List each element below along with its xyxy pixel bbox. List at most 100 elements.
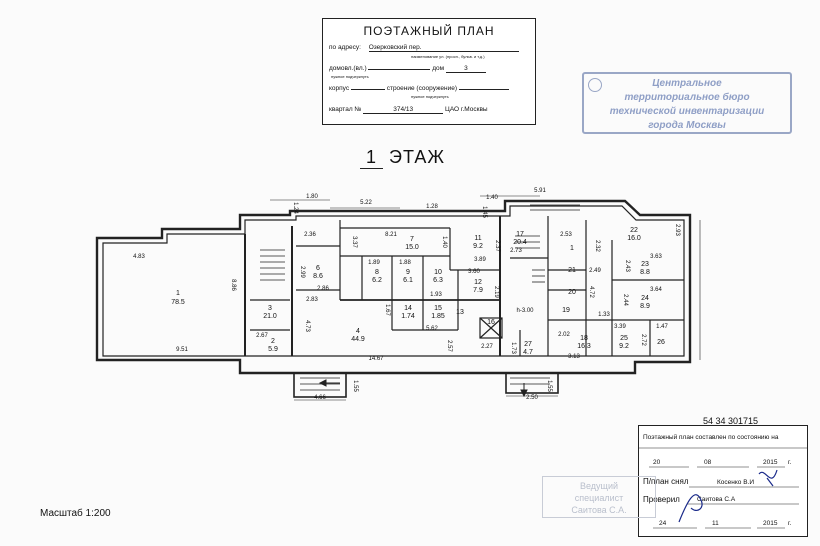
dim-label: 3.13 [568,354,580,360]
room-no: 13 [456,309,464,316]
address-label: по адресу: [329,44,361,51]
drawn-name: Косенко В.И [717,479,755,486]
room-no: 23 [641,261,649,268]
room-area: 16.3 [577,343,591,350]
dim-label: 1.93 [430,292,442,298]
dim-label: 14.67 [368,356,384,362]
dim-label: 2.02 [558,332,570,338]
address-value: Озерковский пер. [368,44,519,52]
room-area: 1.85 [431,313,445,320]
dim-label: 2.67 [256,333,268,339]
house-label: домовл.(вл.) [329,65,367,72]
dim-label: 8.86 [230,279,236,291]
stamp-circle-icon [588,78,602,92]
drawn-label: П/план снял [643,477,689,486]
dim-label: 4.83 [133,254,145,260]
state-block: Поэтажный план составлен по состоянию на… [638,425,808,537]
dim-label: 2.86 [317,286,329,292]
spec-stamp-line3: Саитова С.А. [571,505,627,515]
dim-label: 2.83 [306,297,318,303]
date2-month: 11 [712,520,719,527]
room-area: 44.9 [351,336,365,343]
spec-stamp-line2: специалист [574,493,624,503]
dim-label: 5.91 [534,188,546,194]
dim-label: 1.89 [368,260,380,266]
dim-label: 2.72 [640,334,646,346]
bti-stamp: Центральное территориальное бюро техниче… [582,72,792,134]
dim-label: 1.55 [546,380,552,392]
kvartal-row: квартал № 374/13 ЦАО г.Москвы [329,106,488,114]
room-area: 78.5 [171,299,185,306]
house-hint: нужное подчеркнуть [331,74,369,79]
room-area: 16.0 [627,235,641,242]
signature-lines [639,447,807,529]
room-no: 27 [524,341,532,348]
dom-value: 3 [445,65,486,73]
dim-label: 3.39 [614,324,626,330]
room-no: 11 [474,235,481,242]
dim-label: 2.93 [674,224,680,236]
dim-label: 2.99 [299,266,305,278]
bti-stamp-line4: города Москвы [648,120,726,131]
room-no: 1 [570,245,574,252]
dim-label: 2.43 [624,260,630,272]
dim-label: 4.72 [588,286,594,298]
dom-label: дом [432,65,445,72]
room-no: 6 [316,265,320,272]
room-no: 25 [620,335,628,342]
dim-label: 3.89 [474,257,486,263]
dim-label: h-3.00 [516,308,534,314]
room-no: 21 [568,267,576,274]
inventory-number: 54 34 301715 [703,416,759,426]
room-no: 9 [406,269,410,276]
room-no: 18 [580,335,588,342]
dim-label: 1.45 [481,206,487,218]
room-no: 10 [434,269,442,276]
dim-label: 9.51 [176,347,188,353]
room-area: 5.9 [268,346,278,353]
dim-label: 1.73 [510,342,516,354]
dim-label: 1.67 [384,304,390,316]
inner-wall [102,205,685,357]
address-hint: наименование ул. (просп., бульв. и т.д.) [411,54,485,59]
room-area: 4.7 [523,349,533,356]
room-area: 6.3 [433,277,443,284]
date1-year: 2015 [763,459,778,466]
dim-label: 8.21 [385,232,397,238]
dim-label: 2.49 [589,268,601,274]
building-label: строение (сооружение) [386,85,457,92]
room-area: 6.1 [403,277,413,284]
checked-label: Проверил [643,495,680,504]
dim-label: 2.53 [560,232,572,238]
dim-label: 1.47 [656,324,668,330]
dim-label: 4.73 [304,320,310,332]
room-area: 6.2 [372,277,382,284]
state-line: Поэтажный план составлен по состоянию на [643,434,779,441]
dim-label: 1.40 [486,195,498,201]
room-no: 12 [474,279,482,286]
korpus-label: корпус [329,85,350,92]
kvartal-value: 374/13 [363,106,444,114]
dimension-labels: 4.83 8.86 9.51 2.67 1.80 5.22 1.24 2.36 … [133,188,680,401]
room-no: 24 [641,295,649,302]
dim-label: 2.57 [446,340,452,352]
specialist-stamp: Ведущий специалист Саитова С.А. [542,476,656,518]
room-area: 15.0 [405,244,419,251]
room-no: 16 [487,319,495,326]
entrance-arrow-icon [318,379,528,398]
dim-label: 3.64 [650,287,662,293]
room-no: 20 [568,289,576,296]
room-no: 17 [516,231,524,238]
floor-number: 1 [360,147,384,169]
room-no: 1 [176,290,180,297]
building-row: корпус строение (сооружение) [329,85,509,92]
building-hint: нужное подчеркнуть [411,94,449,99]
room-area: 8.9 [640,303,650,310]
dim-label: 5.62 [426,326,438,332]
date1-day: 20 [653,459,661,466]
address-row: по адресу: Озерковский пер. [329,44,519,52]
room-no: 19 [562,307,570,314]
room-no: 8 [375,269,379,276]
